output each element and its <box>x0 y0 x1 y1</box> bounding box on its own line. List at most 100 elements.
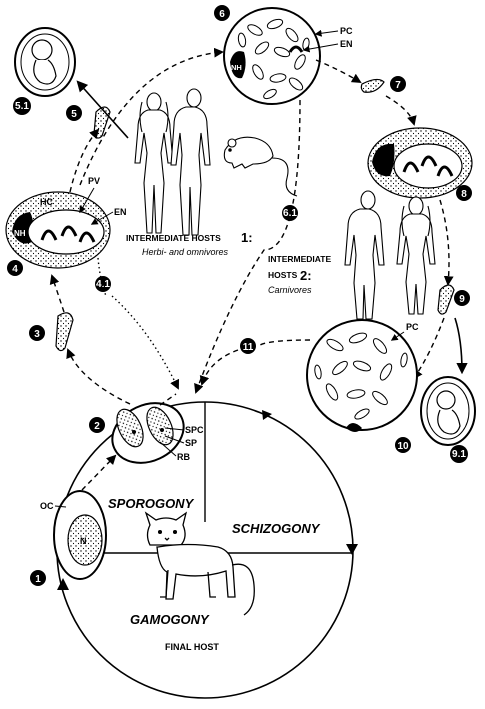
hosts-2-title-line2: HOSTS <box>268 270 298 280</box>
step-9-1-number: 9.1 <box>452 449 466 460</box>
step-8-badge <box>456 185 472 201</box>
intermediate-hosts-1 <box>134 88 298 236</box>
stage-8-host-cell: 8 <box>367 127 473 201</box>
step-7-number: 7 <box>395 80 401 91</box>
step-9-number: 9 <box>459 294 465 305</box>
arrow-8-to-9 <box>439 199 454 286</box>
human-female-2 <box>396 196 436 315</box>
step-4-1-number: 4.1 <box>96 279 110 290</box>
step-6-badge <box>214 5 230 21</box>
host-nucleus-6 <box>230 51 246 79</box>
arrow-9-to-fetus <box>454 317 468 375</box>
step-1-badge <box>30 570 46 586</box>
bradyzoites-6 <box>237 18 310 100</box>
label-hc: HC <box>40 197 53 207</box>
arrow-7-to-8 <box>385 95 417 126</box>
arrow-3-to-4 <box>49 274 65 313</box>
human-male-1 <box>170 88 211 236</box>
step-10-number: 10 <box>397 441 409 452</box>
cycle-arrowhead-left <box>57 578 69 590</box>
sporocyst-1 <box>116 408 144 448</box>
label-pc-right: PC <box>406 322 419 332</box>
step-4-1-badge <box>95 276 111 292</box>
step-4-badge <box>7 260 23 276</box>
label-oc: OC <box>40 501 54 511</box>
stage-2-sporulated-oocyst: SPC SP RB 2 <box>89 402 204 464</box>
step-4-number: 4 <box>12 264 18 275</box>
step-3-badge <box>29 325 45 341</box>
stage-7-bradyzoite: 7 <box>360 76 406 93</box>
step-11-badge <box>240 338 256 354</box>
step-5-1-badge <box>13 97 31 115</box>
step-3-number: 3 <box>34 329 40 340</box>
label-pv: PV <box>88 176 100 186</box>
hosts-1-subtitle: Herbi- and omnivores <box>142 247 229 257</box>
label-nh-top: NH <box>231 63 242 72</box>
stage-1-oocyst: N OC 1 <box>30 490 107 586</box>
label-pc-top: PC <box>340 26 353 36</box>
arrow-4-to-5 <box>69 128 100 193</box>
step-5-number: 5 <box>71 109 77 120</box>
final-host-label: FINAL HOST <box>165 642 219 652</box>
hosts-1-title: INTERMEDIATE HOSTS <box>126 233 221 243</box>
label-n: N <box>80 536 87 546</box>
step-7-badge <box>390 76 406 92</box>
step-9-1-badge <box>450 445 468 463</box>
human-male-2 <box>344 190 385 320</box>
rodent-1 <box>223 136 298 197</box>
arrow-1-to-2 <box>81 454 117 491</box>
parasitophorous-vacuole-4 <box>27 209 105 255</box>
step-10-badge <box>395 437 411 453</box>
arrow-6-to-7 <box>315 59 362 84</box>
label-en-left: EN <box>114 207 127 217</box>
hosts-2-number: 2: <box>300 268 312 283</box>
step-2-number: 2 <box>94 421 100 432</box>
arrow-4-1-to-final-host <box>111 295 180 390</box>
step-1-number: 1 <box>35 574 41 585</box>
phase-gamogony: GAMOGONY <box>130 612 210 627</box>
label-nh-left: NH <box>14 229 26 238</box>
step-6-1-badge <box>282 205 298 221</box>
fetus-9-1: 9.1 <box>420 376 476 463</box>
arrow-6-1-to-final-host <box>194 99 301 394</box>
intermediate-hosts-2 <box>344 190 436 320</box>
arrow-4-to-6 <box>79 47 224 186</box>
parasitophorous-vacuole-8 <box>393 143 463 189</box>
label-spc: SPC <box>185 425 204 435</box>
final-host-cycle: SPOROGONY SCHIZOGONY GAMOGONY FINAL HOST <box>56 401 358 699</box>
stage-3-sporozoite: 3 <box>29 312 74 352</box>
human-female-1 <box>134 92 174 234</box>
fetus-5-1: 5.1 <box>13 27 76 115</box>
step-11-number: 11 <box>243 342 254 353</box>
stage-10-tissue-cyst: PC 10 <box>306 319 419 453</box>
arrow-2-to-3 <box>66 348 131 405</box>
step-5-badge <box>66 105 82 121</box>
stage-6-tissue-cyst: NH PC EN 6 <box>214 5 353 105</box>
hosts-2-title-line1: INTERMEDIATE <box>268 254 331 264</box>
arrow-5-to-fetus <box>76 80 129 139</box>
step-6-number: 6 <box>219 9 225 20</box>
step-6-1-number: 6.1 <box>283 208 297 219</box>
arrow-10-to-11 <box>259 339 311 346</box>
host-nucleus-8 <box>372 143 395 177</box>
stage-4-host-cell: NH HC PV EN 4 4.1 <box>5 176 127 292</box>
host-nucleus-10 <box>346 423 362 432</box>
phase-sporogony: SPOROGONY <box>108 496 195 511</box>
phase-schizogony: SCHIZOGONY <box>232 521 321 536</box>
hosts-2-subtitle: Carnivores <box>268 285 312 295</box>
label-sp: SP <box>185 438 197 448</box>
cycle-arrowhead-right <box>346 544 358 555</box>
label-rb: RB <box>177 452 190 462</box>
arrow-9-to-10 <box>412 317 445 380</box>
step-5-1-number: 5.1 <box>15 101 29 112</box>
bradyzoites-10 <box>314 332 408 420</box>
step-8-number: 8 <box>461 189 467 200</box>
cycle-arrowhead-top <box>262 410 272 420</box>
oocyst-nucleus <box>67 514 103 566</box>
label-en-top: EN <box>340 39 353 49</box>
sporocyst-2 <box>146 406 174 446</box>
stage-9-tachyzoite: 9 <box>437 284 470 315</box>
hosts-1-number: 1: <box>241 230 253 245</box>
arrow-11-to-final-host <box>199 349 239 386</box>
